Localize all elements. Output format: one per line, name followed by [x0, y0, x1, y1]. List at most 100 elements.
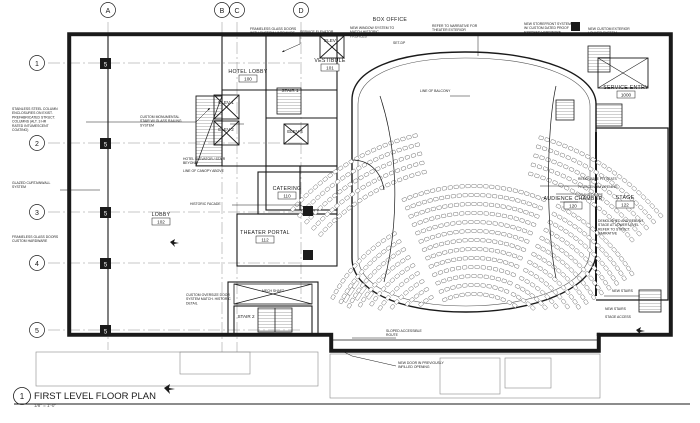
seat — [495, 230, 501, 236]
seat — [558, 225, 564, 231]
seat — [324, 186, 331, 192]
seat — [365, 150, 371, 156]
seat — [370, 245, 376, 251]
seat — [534, 296, 540, 302]
seat — [489, 248, 495, 253]
seat — [582, 243, 588, 249]
seat — [556, 268, 562, 274]
seat — [537, 265, 543, 271]
column-bubble-label: B — [220, 8, 225, 15]
seat — [492, 267, 499, 272]
annotation-note: SERVICE ELEVATOR — [300, 30, 334, 34]
seat — [462, 256, 468, 261]
seat — [595, 256, 601, 262]
seat — [453, 211, 459, 217]
seat — [639, 220, 645, 226]
seat — [471, 211, 477, 215]
annotation-note: GRAND DRAPE — [578, 193, 604, 197]
seat — [619, 187, 625, 194]
seat — [518, 236, 524, 242]
seat — [412, 193, 419, 198]
seat — [577, 160, 583, 166]
seat — [427, 245, 433, 250]
seat — [462, 220, 468, 225]
row-bubble-label: 1 — [35, 61, 39, 68]
seat — [459, 184, 465, 189]
seat — [486, 238, 492, 243]
seat — [436, 251, 442, 257]
seat — [415, 171, 421, 177]
seat — [386, 161, 393, 167]
annotation-line: SYSTEM MATCH. HISTORIC — [186, 297, 231, 301]
seat — [465, 247, 471, 252]
annotation-line: SET-DP — [393, 41, 406, 45]
seat — [567, 220, 573, 226]
seat — [453, 248, 459, 253]
seat — [562, 217, 568, 223]
room-label-service-entry: SERVICE ENTRY — [603, 85, 649, 91]
seat — [521, 228, 528, 234]
seat — [590, 226, 596, 232]
row-bubble-3 — [29, 204, 45, 220]
seat — [428, 295, 434, 300]
seat — [541, 146, 548, 151]
seat — [506, 205, 512, 210]
seat — [391, 242, 397, 248]
row-bubble-label: 3 — [35, 210, 39, 217]
seat — [503, 241, 510, 247]
seat — [480, 283, 486, 288]
seat — [427, 198, 433, 203]
seat — [606, 190, 613, 196]
room-number: 1000 — [621, 92, 632, 97]
seat — [400, 258, 406, 264]
seat — [614, 265, 620, 271]
seat — [551, 159, 557, 165]
seat — [480, 238, 486, 243]
seat — [524, 191, 530, 196]
seat — [512, 206, 518, 212]
seat — [347, 181, 353, 187]
seat — [332, 169, 339, 175]
seat — [591, 294, 597, 300]
seat — [618, 212, 625, 218]
seat — [529, 193, 536, 198]
seat — [396, 147, 402, 153]
section-marker-glyphs: 5 5 5 5 5 — [104, 63, 108, 336]
seat — [408, 286, 414, 292]
seat — [465, 184, 471, 189]
seat — [524, 289, 531, 295]
seat — [456, 193, 462, 198]
annotation-line: CUSTOM MONUMENTAL — [140, 115, 180, 119]
page-title: FIRST LEVEL FLOOR PLAN — [34, 391, 156, 402]
annotation-line: DEMOLISHED AND REBUILT — [598, 219, 643, 223]
seat — [389, 277, 396, 283]
seat — [338, 298, 344, 305]
seat — [357, 198, 363, 204]
annotation-line: BEYOND — [183, 161, 198, 165]
seat — [535, 285, 541, 292]
seat — [563, 228, 569, 234]
seat — [512, 188, 518, 193]
service-entry-stair — [587, 45, 649, 89]
svg-text:5: 5 — [104, 143, 108, 149]
seat — [577, 239, 584, 245]
seat — [456, 266, 462, 271]
seat — [394, 168, 401, 173]
seat — [303, 192, 309, 199]
box-seat — [366, 291, 374, 300]
seat — [385, 281, 391, 288]
seat — [363, 172, 370, 178]
seat — [569, 188, 576, 194]
seat — [574, 169, 580, 175]
seat — [584, 284, 590, 291]
seat — [444, 194, 451, 200]
seat — [456, 256, 462, 262]
seat — [532, 203, 538, 209]
seat — [606, 214, 612, 220]
seat — [368, 286, 374, 293]
seat — [367, 159, 373, 165]
seat — [441, 232, 447, 237]
seat — [489, 293, 495, 299]
seat — [375, 166, 381, 172]
